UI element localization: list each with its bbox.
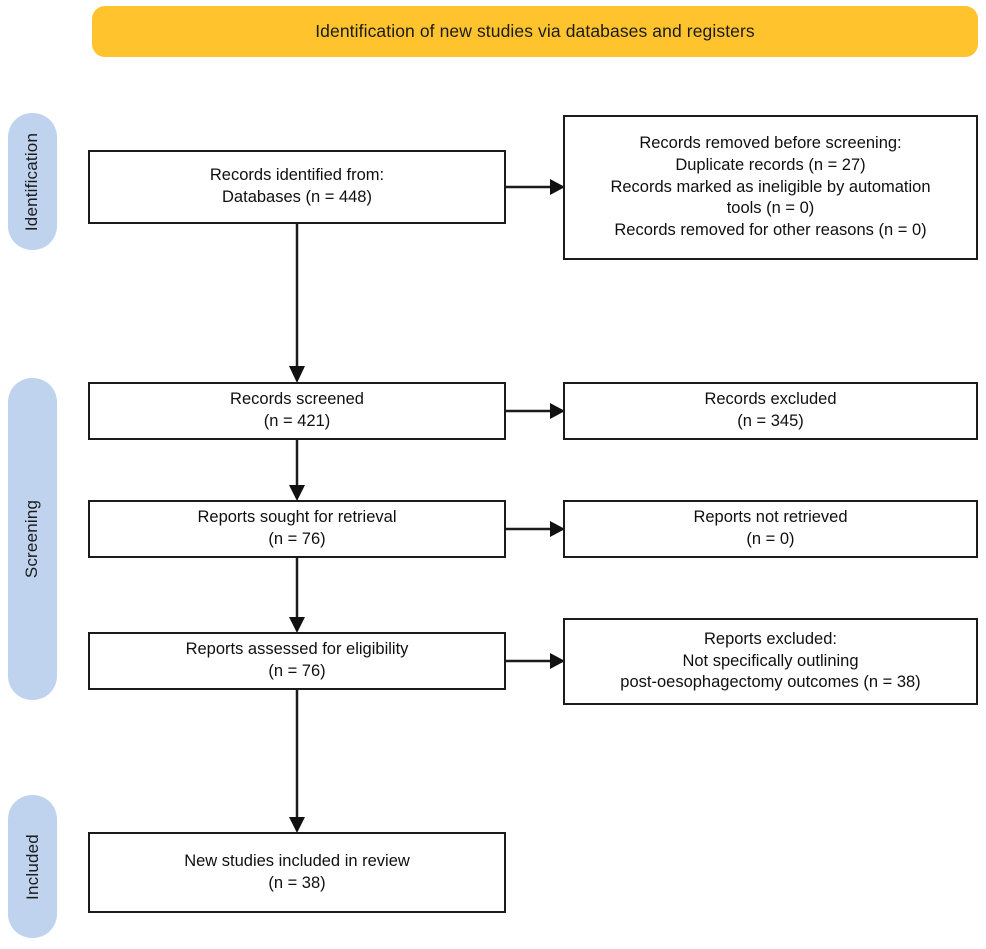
diagram-header-banner: Identification of new studies via databa… bbox=[92, 6, 978, 57]
stage-label-included: Included bbox=[22, 833, 42, 900]
stage-pill-screening: Screening bbox=[8, 378, 57, 700]
connector-identified-to-screened bbox=[285, 224, 309, 384]
box-reports-excluded: Reports excluded: Not specifically outli… bbox=[563, 618, 978, 705]
box-text-reports-assessed-for-eligibility: Reports assessed for eligibility (n = 76… bbox=[185, 640, 409, 680]
box-text-records-identified-from: Records identified from: Databases (n = … bbox=[209, 166, 385, 206]
connector-sought-to-not-retrieved bbox=[506, 517, 566, 541]
connector-screened-to-sought bbox=[285, 440, 309, 502]
box-records-identified-from: Records identified from: Databases (n = … bbox=[88, 150, 506, 224]
stage-label-screening: Screening bbox=[22, 499, 42, 579]
box-text-reports-sought-for-retrieval: Reports sought for retrieval (n = 76) bbox=[197, 508, 397, 548]
box-reports-not-retrieved: Reports not retrieved (n = 0) bbox=[563, 500, 978, 558]
box-records-removed-before-screening: Records removed before screening: Duplic… bbox=[563, 115, 978, 260]
stage-pill-identification: Identification bbox=[8, 113, 57, 250]
box-text-records-removed-before-screening: Records removed before screening: Duplic… bbox=[610, 134, 931, 240]
connector-screened-to-excluded bbox=[506, 399, 566, 423]
connector-assessed-to-included bbox=[285, 690, 309, 834]
box-text-new-studies-included-in-review: New studies included in review (n = 38) bbox=[184, 851, 410, 892]
box-reports-assessed-for-eligibility: Reports assessed for eligibility (n = 76… bbox=[88, 632, 506, 690]
stage-pill-included: Included bbox=[8, 795, 57, 938]
box-text-records-screened: Records screened (n = 421) bbox=[230, 390, 364, 430]
stage-label-identification: Identification bbox=[22, 132, 42, 231]
box-text-reports-excluded: Reports excluded: Not specifically outli… bbox=[620, 629, 921, 692]
diagram-title: Identification of new studies via databa… bbox=[315, 21, 755, 41]
connector-assessed-to-reports-excluded bbox=[506, 649, 566, 673]
box-records-screened: Records screened (n = 421) bbox=[88, 382, 506, 440]
connector-sought-to-assessed bbox=[285, 558, 309, 634]
box-records-excluded: Records excluded (n = 345) bbox=[563, 382, 978, 440]
box-new-studies-included-in-review: New studies included in review (n = 38) bbox=[88, 832, 506, 913]
box-reports-sought-for-retrieval: Reports sought for retrieval (n = 76) bbox=[88, 500, 506, 558]
box-text-records-excluded: Records excluded (n = 345) bbox=[704, 390, 837, 430]
connector-identified-to-removed bbox=[506, 175, 566, 199]
box-text-reports-not-retrieved: Reports not retrieved (n = 0) bbox=[693, 508, 848, 548]
